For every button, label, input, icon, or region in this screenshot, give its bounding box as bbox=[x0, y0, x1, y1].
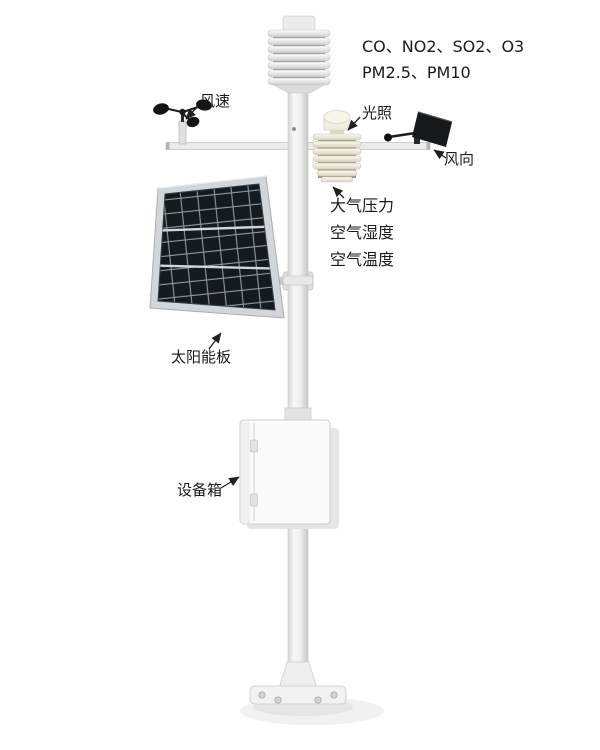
radiation-shield-small bbox=[312, 133, 362, 183]
base-flange bbox=[249, 661, 347, 705]
env-sensors-label: 大气压力 空气湿度 空气温度 bbox=[330, 192, 394, 273]
light-label: 光照 bbox=[362, 104, 393, 122]
solar-panel-arrow bbox=[208, 332, 222, 350]
env-sensors-arrow bbox=[332, 186, 345, 199]
equipment-box bbox=[239, 407, 339, 529]
light-arrow bbox=[347, 116, 361, 131]
wind-speed-label: 风速 bbox=[200, 92, 231, 110]
radiation-shield-top bbox=[267, 15, 331, 94]
pressure-label: 大气压力 bbox=[330, 196, 395, 215]
wind-speed-arrow bbox=[185, 105, 199, 120]
light-sensor bbox=[323, 110, 351, 136]
wind-direction-sensor bbox=[384, 111, 453, 147]
gas-sensors-line2: PM2.5、PM10 bbox=[362, 63, 471, 82]
wind-direction-arrow bbox=[433, 149, 447, 160]
wind-direction-label: 风向 bbox=[444, 150, 475, 168]
solar-panel bbox=[149, 175, 285, 319]
gas-sensors-line1: CO、NO2、SO2、O3 bbox=[362, 37, 525, 56]
mounting-pole bbox=[282, 83, 314, 667]
temperature-label: 空气温度 bbox=[330, 250, 395, 269]
equipment-box-arrow bbox=[220, 476, 240, 489]
equipment-box-label: 设备箱 bbox=[177, 481, 223, 499]
humidity-label: 空气湿度 bbox=[330, 223, 395, 242]
solar-panel-label: 太阳能板 bbox=[171, 348, 232, 366]
gas-sensors-label: CO、NO2、SO2、O3 PM2.5、PM10 bbox=[362, 34, 524, 86]
